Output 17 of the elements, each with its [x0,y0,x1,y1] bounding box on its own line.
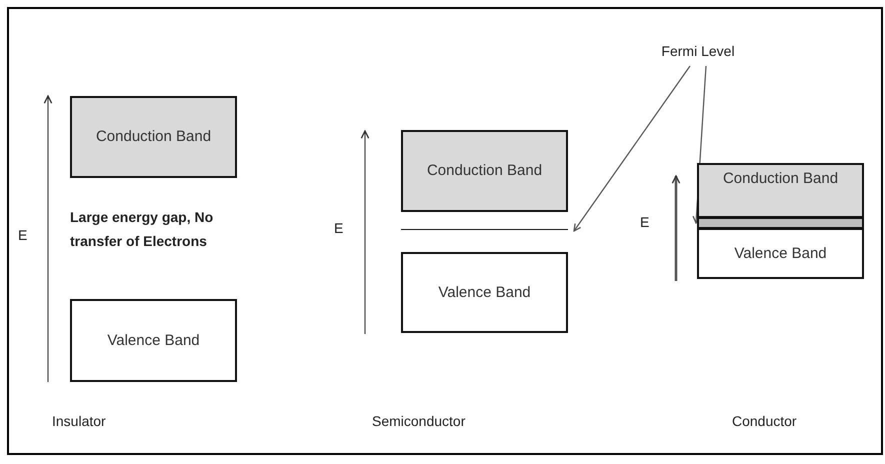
conduction-band-box: Conduction Band [697,163,864,216]
panel-caption: Insulator [52,412,106,431]
conduction-band-box: Conduction Band [401,130,568,212]
panel-caption: Semiconductor [372,412,466,431]
note-text: Large energy gap, No transfer of Electrons [70,208,214,251]
axis-label: E [640,213,650,232]
callout-text: Fermi Level [636,40,760,62]
axis-label: E [334,219,344,238]
valence-band-box: Valence Band [697,230,864,279]
axis-label: E [18,226,28,245]
fermi-level-line [401,229,568,233]
panel-caption: Conductor [732,412,797,431]
conduction-band-box: Conduction Band [70,96,237,178]
valence-band-box: Valence Band [70,299,237,382]
leader-line [573,66,690,232]
valence-band-box: Valence Band [401,252,568,333]
fermi-level-band [697,216,864,230]
